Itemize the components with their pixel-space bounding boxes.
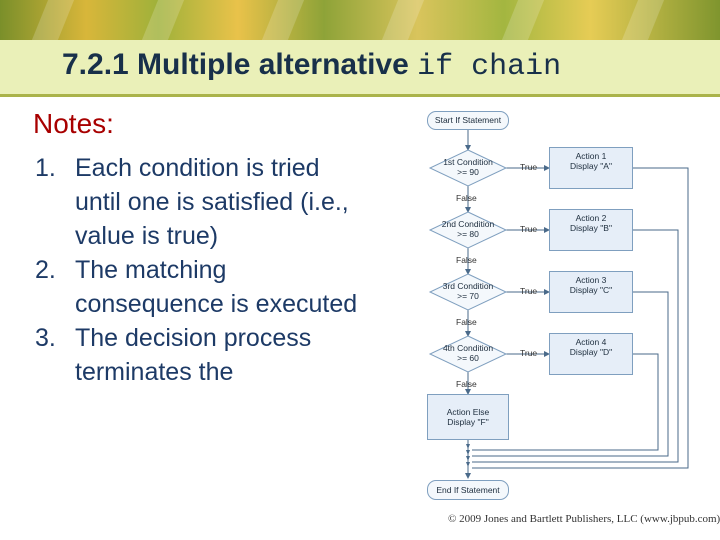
note-item: 2.The matching consequence is executed bbox=[35, 256, 358, 318]
notes-list: 1.Each condition is tried until one is s… bbox=[35, 151, 365, 389]
condition-node: 2nd Condition>= 80 bbox=[441, 219, 495, 239]
false-label: False bbox=[456, 255, 477, 265]
end-node: End If Statement bbox=[427, 480, 509, 500]
start-node: Start If Statement bbox=[427, 111, 509, 130]
false-label: False bbox=[456, 317, 477, 327]
title-bar bbox=[0, 40, 720, 97]
decorative-banner bbox=[0, 0, 720, 40]
note-item: 3.The decision process terminates the bbox=[35, 324, 312, 386]
note-item: 1.Each condition is tried until one is s… bbox=[35, 154, 349, 250]
false-label: False bbox=[456, 379, 477, 389]
false-label: False bbox=[456, 193, 477, 203]
true-label: True bbox=[520, 286, 538, 296]
condition-node: 1st Condition>= 90 bbox=[443, 157, 493, 177]
true-label: True bbox=[520, 162, 538, 172]
notes-heading: Notes: bbox=[33, 108, 114, 139]
condition-node: 4th Condition>= 60 bbox=[442, 343, 494, 363]
slide-title: 7.2.1 Multiple alternative if chain bbox=[62, 48, 562, 84]
title-code: if chain bbox=[417, 50, 562, 84]
true-label: True bbox=[520, 224, 538, 234]
condition-node: 3rd Condition>= 70 bbox=[442, 281, 494, 301]
true-label: True bbox=[520, 348, 538, 358]
copyright-notice: © 2009 Jones and Bartlett Publishers, LL… bbox=[448, 513, 720, 525]
